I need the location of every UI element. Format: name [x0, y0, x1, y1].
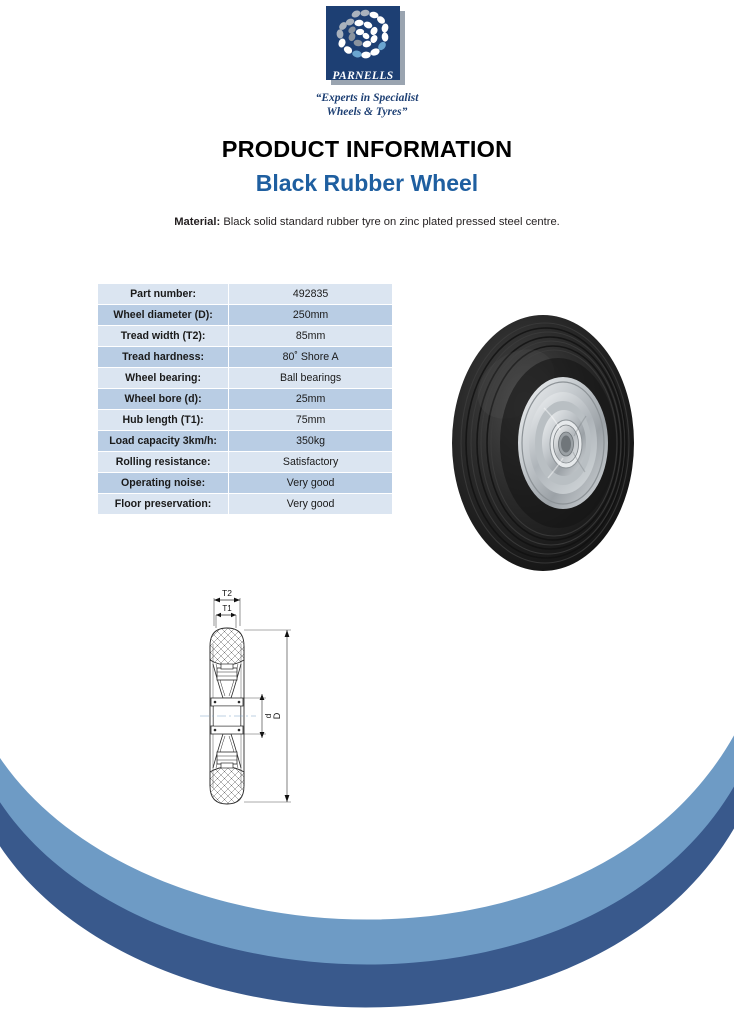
product-name: Black Rubber Wheel	[255, 170, 479, 196]
dim-label-t1: T1	[222, 604, 232, 613]
brand-tagline: “Experts in Specialist Wheels & Tyres”	[0, 92, 734, 119]
spec-label: Rolling resistance:	[98, 452, 229, 472]
table-row: Wheel bore (d):25mm	[98, 389, 392, 409]
product-photo	[444, 312, 642, 574]
wheel-photo-image	[452, 315, 634, 571]
spec-label: Tread width (T2):	[98, 326, 229, 346]
table-row: Floor preservation:Very good	[98, 494, 392, 514]
spec-label: Wheel bearing:	[98, 368, 229, 388]
brand-logo-block: PARNELLS “Experts in Specialist Wheels &…	[0, 6, 734, 119]
decorative-swoosh	[0, 734, 734, 1008]
spec-label: Part number:	[98, 284, 229, 304]
material-label: Material:	[174, 216, 221, 228]
swoosh-light-band	[0, 734, 734, 965]
table-row: Part number:492835	[98, 284, 392, 304]
spec-value: 85mm	[229, 326, 392, 346]
technical-drawing-image: T2 T1	[200, 588, 291, 805]
spec-label: Operating noise:	[98, 473, 229, 493]
logo-spiral-icon	[336, 9, 389, 59]
spec-value: 350kg	[229, 431, 392, 451]
spec-value: 80˚ Shore A	[229, 347, 392, 367]
logo-wordmark: PARNELLS	[332, 70, 394, 82]
table-row: Operating noise:Very good	[98, 473, 392, 493]
spec-value: Very good	[229, 473, 392, 493]
spec-value: Ball bearings	[229, 368, 392, 388]
spec-value: 492835	[229, 284, 392, 304]
spec-value: Satisfactory	[229, 452, 392, 472]
table-row: Hub length (T1):75mm	[98, 410, 392, 430]
technical-drawing: T2 T1	[186, 586, 308, 848]
page-title: PRODUCT INFORMATION	[221, 136, 513, 162]
dim-label-d-bore: d	[263, 713, 273, 718]
table-row: Tread hardness:80˚ Shore A	[98, 347, 392, 367]
dim-label-d-diameter: D	[272, 712, 282, 719]
spec-label: Load capacity 3km/h:	[98, 431, 229, 451]
spec-label: Floor preservation:	[98, 494, 229, 514]
parnells-logo-icon: PARNELLS	[326, 6, 408, 86]
material-description: Material: Black solid standard rubber ty…	[0, 216, 734, 228]
spec-label: Hub length (T1):	[98, 410, 229, 430]
table-row: Rolling resistance:Satisfactory	[98, 452, 392, 472]
tagline-line-1: “Experts in Specialist	[315, 92, 419, 104]
spec-value: 75mm	[229, 410, 392, 430]
spec-label: Tread hardness:	[98, 347, 229, 367]
spec-value: Very good	[229, 494, 392, 514]
tagline-line-2: Wheels & Tyres”	[326, 105, 408, 118]
spec-label: Wheel bore (d):	[98, 389, 229, 409]
dim-label-t2: T2	[222, 588, 232, 598]
spec-value: 250mm	[229, 305, 392, 325]
table-row: Tread width (T2):85mm	[98, 326, 392, 346]
swoosh-dark-band	[0, 762, 734, 1008]
table-row: Load capacity 3km/h:350kg	[98, 431, 392, 451]
table-row: Wheel diameter (D):250mm	[98, 305, 392, 325]
material-text: Black solid standard rubber tyre on zinc…	[223, 216, 560, 228]
spec-label: Wheel diameter (D):	[98, 305, 229, 325]
spec-value: 25mm	[229, 389, 392, 409]
table-row: Wheel bearing:Ball bearings	[98, 368, 392, 388]
logo-square	[326, 6, 400, 80]
